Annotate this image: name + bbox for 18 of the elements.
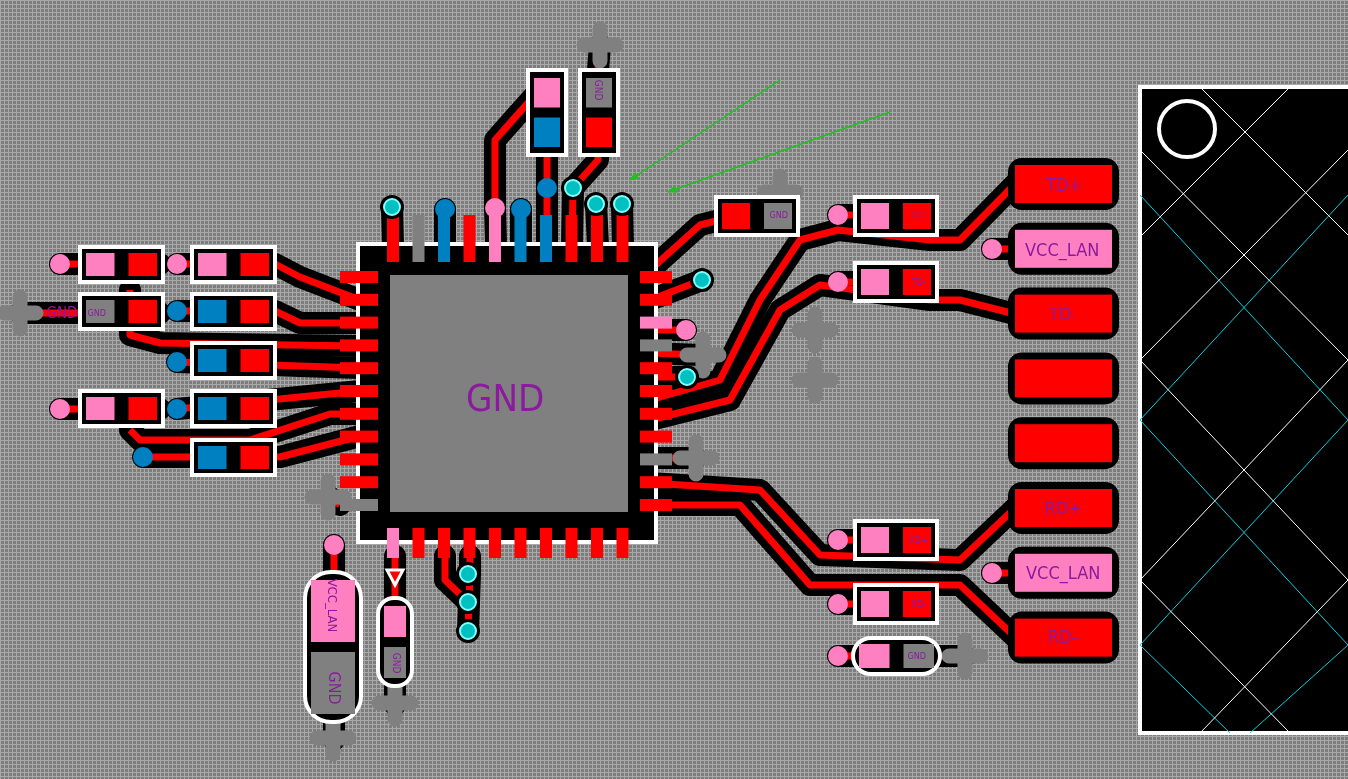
pad-label: RD+ xyxy=(909,535,929,545)
pad-label: TD+ xyxy=(910,210,928,220)
pad-label: GND xyxy=(769,210,789,220)
pad-label: TD- xyxy=(1049,305,1078,323)
pad-label: TD+ xyxy=(1046,176,1082,194)
pad-label: VCC_LAN xyxy=(1026,564,1101,582)
pad-label: GND xyxy=(907,651,927,661)
pad-label: VCC_LAN xyxy=(326,578,340,632)
pad-label: GND xyxy=(592,79,603,101)
pad-label: TD- xyxy=(912,277,927,287)
pad-label: RD- xyxy=(911,599,927,609)
chip-label: GND xyxy=(466,379,545,417)
pad-label: VCC_LAN xyxy=(1025,241,1100,259)
pad-label: GND xyxy=(87,308,107,318)
pad-label: RD+ xyxy=(1044,499,1082,517)
pad-label: GND xyxy=(390,652,401,674)
pad-label: GND xyxy=(325,671,341,705)
pad-label: RD- xyxy=(1048,628,1078,646)
